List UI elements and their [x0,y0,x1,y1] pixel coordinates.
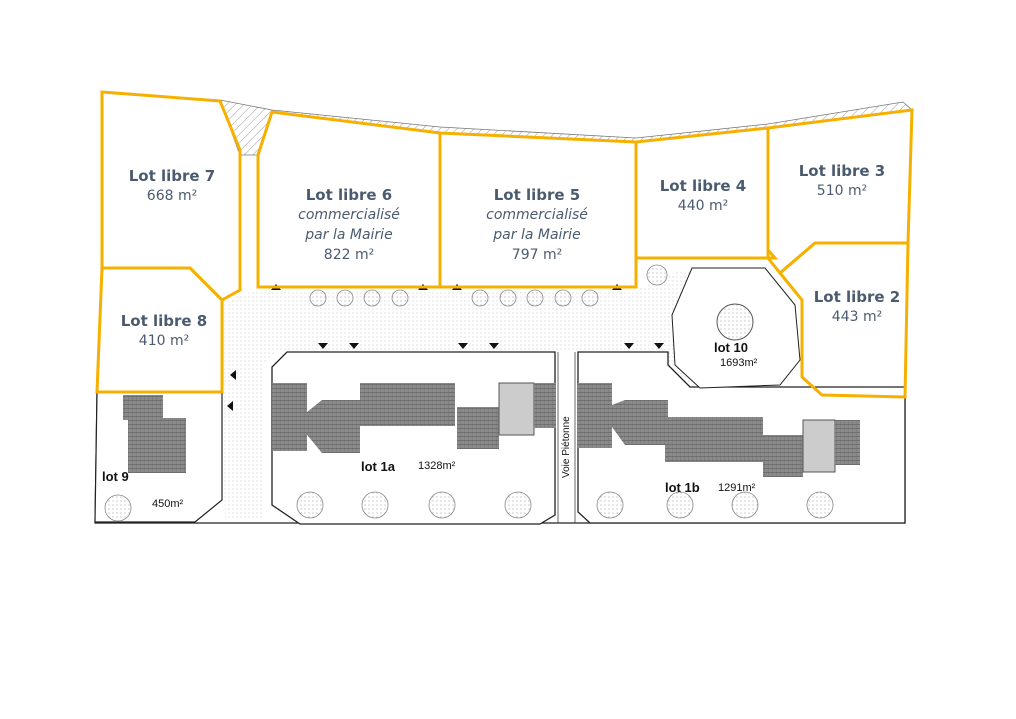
lot-5-boundary [438,131,638,289]
lot-area: 822 m² [323,247,375,263]
lot-6-boundary [256,110,442,289]
lot-note: commercialisé [486,207,588,223]
lot-title: Lot libre 8 [120,312,208,330]
roundabout-center [716,303,754,341]
lot-4-boundary [634,126,779,260]
trees [104,264,834,522]
lot-area: 510 m² [816,183,868,199]
lot-10-title: lot 10 [714,340,748,355]
lot-1b-title: lot 1b [665,480,700,495]
lot-title: Lot libre 2 [813,288,901,306]
lot-libre-8-label: Lot libre 8 410 m² [121,311,208,351]
lot-1a-area: 1328m² [418,460,456,472]
lot-note: par la Mairie [493,227,581,243]
lot-libre-6-label: Lot libre 6 commercialisé par la Mairie … [298,185,400,265]
lot-title: Lot libre 5 [493,186,581,204]
lot-area: 443 m² [831,309,883,325]
lot-10-area: 1693m² [720,357,758,369]
road [222,270,800,520]
lot-libre-2-label: Lot libre 2 443 m² [814,287,901,327]
lot-2-boundary [777,241,910,399]
lot-1a-title: lot 1a [361,459,395,474]
lot-title: Lot libre 7 [128,167,216,185]
lot-9-area: 450m² [152,498,184,510]
lot-title: Lot libre 6 [305,186,393,204]
lot-area: 797 m² [511,247,563,263]
lot-area: 668 m² [146,188,198,204]
lot-title: Lot libre 3 [798,162,886,180]
lot-libre-5-label: Lot libre 5 commercialisé par la Mairie … [486,185,588,265]
lot-note: commercialisé [298,207,400,223]
lot-libre-4-label: Lot libre 4 440 m² [660,176,747,216]
lot-area: 440 m² [677,198,729,214]
lot-1b-area: 1291m² [718,482,756,494]
lot-9-title: lot 9 [102,469,129,484]
lot-libre-7-label: Lot libre 7 668 m² [129,166,216,206]
pedestrian-path-label: Voie Piétonne [561,416,572,478]
lot-area: 410 m² [138,333,190,349]
hatched-border-strip [101,91,913,156]
lot-boundaries [95,90,914,399]
lot-libre-3-label: Lot libre 3 510 m² [799,161,886,201]
lot-note: par la Mairie [305,227,393,243]
lot-8-boundary [95,266,224,394]
lot-title: Lot libre 4 [659,177,747,195]
buildings [123,382,860,477]
